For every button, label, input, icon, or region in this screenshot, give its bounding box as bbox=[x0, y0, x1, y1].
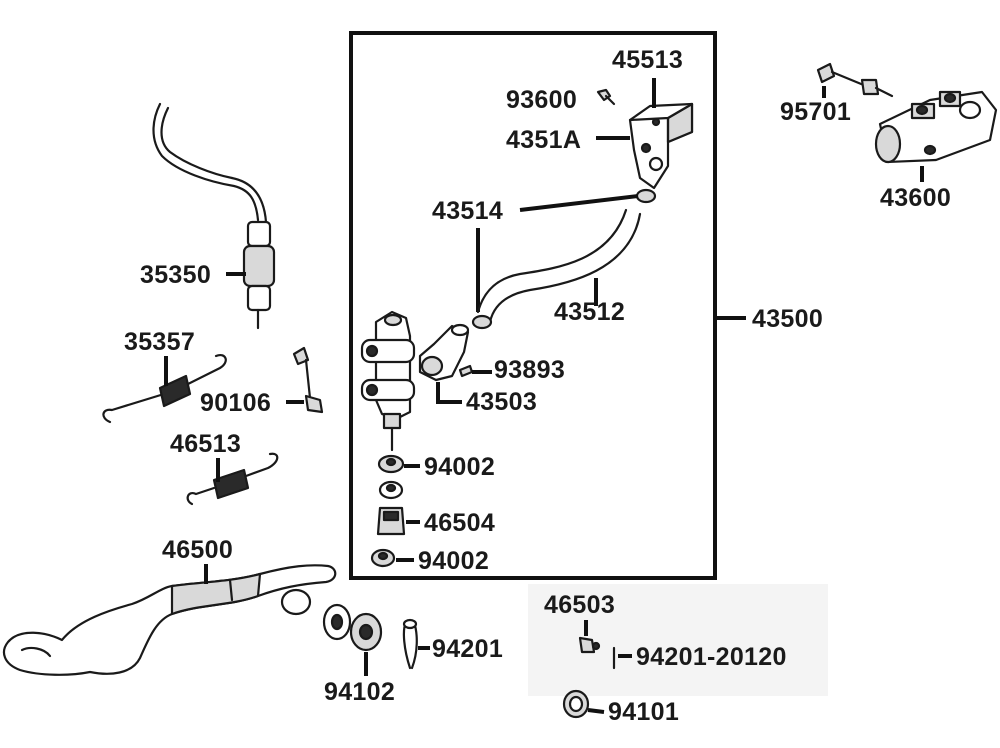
assembly-frame-43500 bbox=[349, 31, 717, 580]
label-43512: 43512 bbox=[554, 298, 626, 326]
bolt-90106 bbox=[292, 346, 324, 414]
label-46513: 46513 bbox=[170, 430, 242, 458]
label-46500: 46500 bbox=[162, 536, 234, 564]
label-94101: 94101 bbox=[608, 698, 680, 726]
label-94102: 94102 bbox=[324, 678, 396, 706]
label-46504: 46504 bbox=[424, 509, 496, 537]
spring-46513 bbox=[186, 452, 279, 506]
bolt-95701 bbox=[816, 62, 894, 98]
master-cylinder-body bbox=[360, 310, 416, 452]
label-46503: 46503 bbox=[544, 591, 616, 619]
valve-43600 bbox=[874, 90, 998, 164]
label-45513: 45513 bbox=[612, 46, 684, 74]
leader-43514 bbox=[519, 194, 639, 212]
label-35350: 35350 bbox=[140, 261, 212, 289]
cotter-pin-94201 bbox=[402, 618, 418, 670]
label-4351A: 4351A bbox=[506, 126, 582, 154]
washer-94102-b bbox=[349, 612, 383, 652]
label-94002-upper: 94002 bbox=[424, 453, 496, 481]
label-43514: 43514 bbox=[432, 197, 504, 225]
fitting-43503 bbox=[418, 323, 470, 382]
clamp-43514-bottom bbox=[471, 314, 493, 330]
switch-cable-35350 bbox=[152, 102, 276, 330]
brake-pedal-46500 bbox=[2, 564, 337, 676]
leader-94101 bbox=[587, 708, 605, 714]
label-93893: 93893 bbox=[494, 356, 566, 384]
label-94201: 94201 bbox=[432, 635, 504, 663]
label-94201-20120: 94201-20120 bbox=[636, 643, 787, 671]
label-90106: 90106 bbox=[200, 389, 272, 417]
label-94002-lower: 94002 bbox=[418, 547, 490, 575]
washer-94101 bbox=[562, 689, 590, 719]
reservoir-4351A bbox=[628, 102, 694, 190]
nut-94002-upper bbox=[377, 454, 405, 474]
nut-94002-lower bbox=[370, 548, 396, 568]
spring-35357 bbox=[102, 354, 227, 424]
screw-93893 bbox=[458, 364, 474, 378]
leader-43503 bbox=[436, 382, 462, 404]
clamp-43514-top bbox=[635, 188, 657, 204]
label-43503: 43503 bbox=[466, 388, 538, 416]
label-43600: 43600 bbox=[880, 184, 952, 212]
label-35357: 35357 bbox=[124, 328, 196, 356]
screw-93600 bbox=[596, 88, 616, 106]
washer-94102-a bbox=[322, 603, 352, 641]
clevis-46504 bbox=[376, 506, 406, 536]
hose-43512 bbox=[476, 208, 642, 324]
label-93600: 93600 bbox=[506, 86, 578, 114]
pin-46503 bbox=[578, 636, 601, 654]
nut-94002-middle bbox=[378, 480, 404, 500]
label-95701: 95701 bbox=[780, 98, 852, 126]
inset-panel bbox=[528, 584, 828, 696]
label-43500: 43500 bbox=[752, 305, 824, 333]
